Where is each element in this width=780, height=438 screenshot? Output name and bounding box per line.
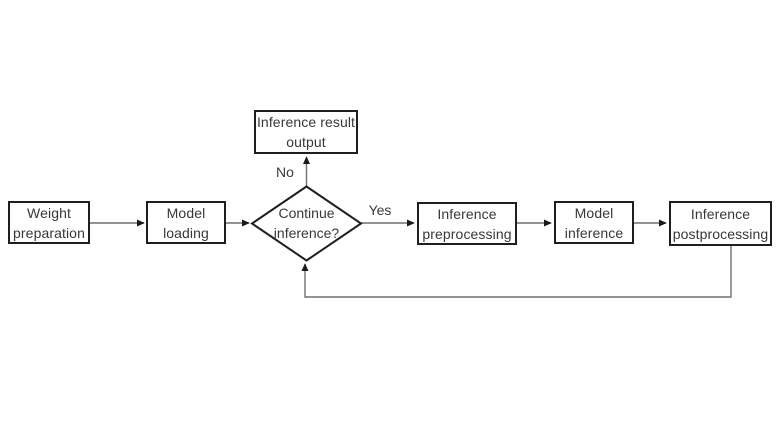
node-inference-result-output: Inference result output (254, 110, 358, 154)
node-continue-inference-label: Continue inference? (273, 205, 340, 241)
edge-label-yes: Yes (368, 202, 392, 218)
node-model-loading: Model loading (146, 201, 226, 244)
edge-label-no: No (276, 164, 294, 180)
node-weight-preparation: Weight preparation (8, 201, 90, 244)
node-inference-preprocessing: Inference preprocessing (417, 202, 517, 245)
node-model-inference: Model inference (554, 201, 634, 244)
edge-postprocessing-loop-to-decision (301, 246, 732, 298)
decision-diamond (250, 185, 363, 262)
node-inference-postprocessing: Inference postprocessing (669, 201, 772, 246)
